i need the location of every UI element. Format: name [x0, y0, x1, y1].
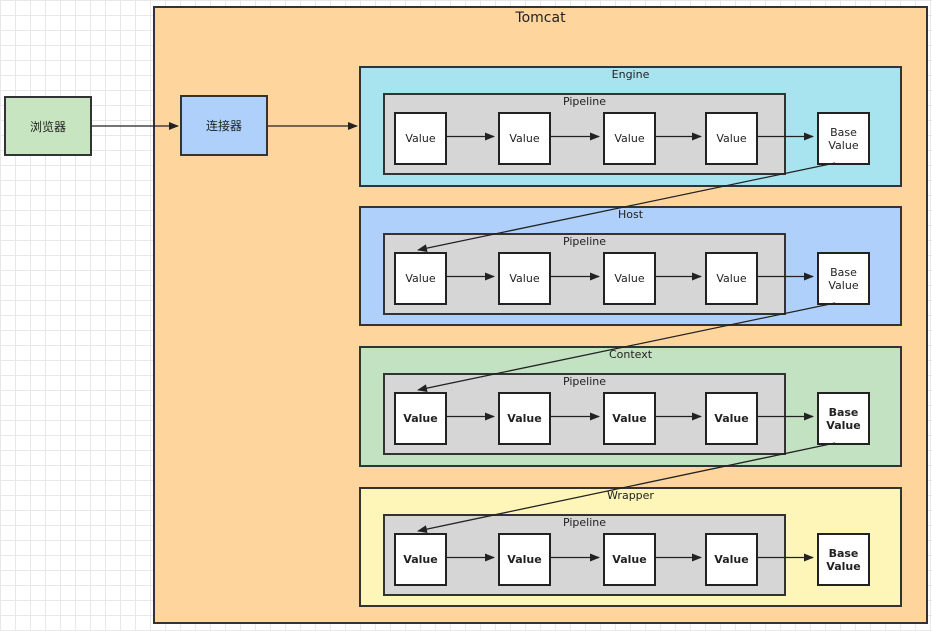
- base-line2: Value: [826, 559, 861, 573]
- valve-box[interactable]: Value: [498, 112, 551, 165]
- browser-node[interactable]: 浏览器: [4, 96, 92, 156]
- valve-box[interactable]: Value: [603, 112, 656, 165]
- context-title: Context: [608, 348, 653, 361]
- engine-container[interactable]: Engine Pipeline Value Value Value Value …: [359, 66, 902, 187]
- wrapper-container[interactable]: Wrapper Pipeline Value Value Value Value…: [359, 487, 902, 607]
- valve-box[interactable]: Value: [498, 533, 551, 586]
- context-container[interactable]: Context Pipeline Value Value Value Value…: [359, 346, 902, 467]
- valve-box[interactable]: Value: [705, 392, 758, 445]
- engine-title: Engine: [611, 68, 650, 81]
- valve-box[interactable]: Value: [394, 392, 447, 445]
- container-handoff-arrow: [417, 442, 836, 534]
- base-line1: Base: [830, 125, 857, 139]
- valve-box[interactable]: Value: [394, 533, 447, 586]
- valve-box[interactable]: Value: [705, 533, 758, 586]
- base-line1: Base: [828, 405, 859, 419]
- valve-box[interactable]: Value: [498, 252, 551, 305]
- valve-box[interactable]: Value: [394, 112, 447, 165]
- pipeline-title: Pipeline: [562, 95, 607, 108]
- base-line1: Base: [828, 546, 859, 560]
- pipeline-title: Pipeline: [562, 375, 607, 388]
- browser-label: 浏览器: [29, 119, 66, 134]
- base-line2: Value: [828, 138, 859, 152]
- valve-box[interactable]: Value: [603, 392, 656, 445]
- valve-box[interactable]: Value: [498, 392, 551, 445]
- base-line2: Value: [826, 418, 861, 432]
- tomcat-title: Tomcat: [515, 10, 566, 26]
- pipeline-title: Pipeline: [562, 235, 607, 248]
- host-container[interactable]: Host Pipeline Value Value Value Value Ba…: [359, 206, 902, 326]
- valve-box[interactable]: Value: [705, 252, 758, 305]
- valve-box[interactable]: Value: [603, 252, 656, 305]
- wrapper-title: Wrapper: [607, 489, 654, 502]
- valve-box[interactable]: Value: [705, 112, 758, 165]
- pipeline-title: Pipeline: [562, 516, 607, 529]
- valve-box[interactable]: Value: [394, 252, 447, 305]
- container-handoff-arrow: [417, 302, 836, 393]
- base-line2: Value: [828, 278, 859, 292]
- connector-node[interactable]: 连接器: [180, 95, 268, 156]
- host-title: Host: [617, 208, 644, 221]
- container-handoff-arrow: [417, 162, 836, 253]
- base-line1: Base: [830, 265, 857, 279]
- valve-box[interactable]: Value: [603, 533, 656, 586]
- connector-label: 连接器: [205, 119, 242, 133]
